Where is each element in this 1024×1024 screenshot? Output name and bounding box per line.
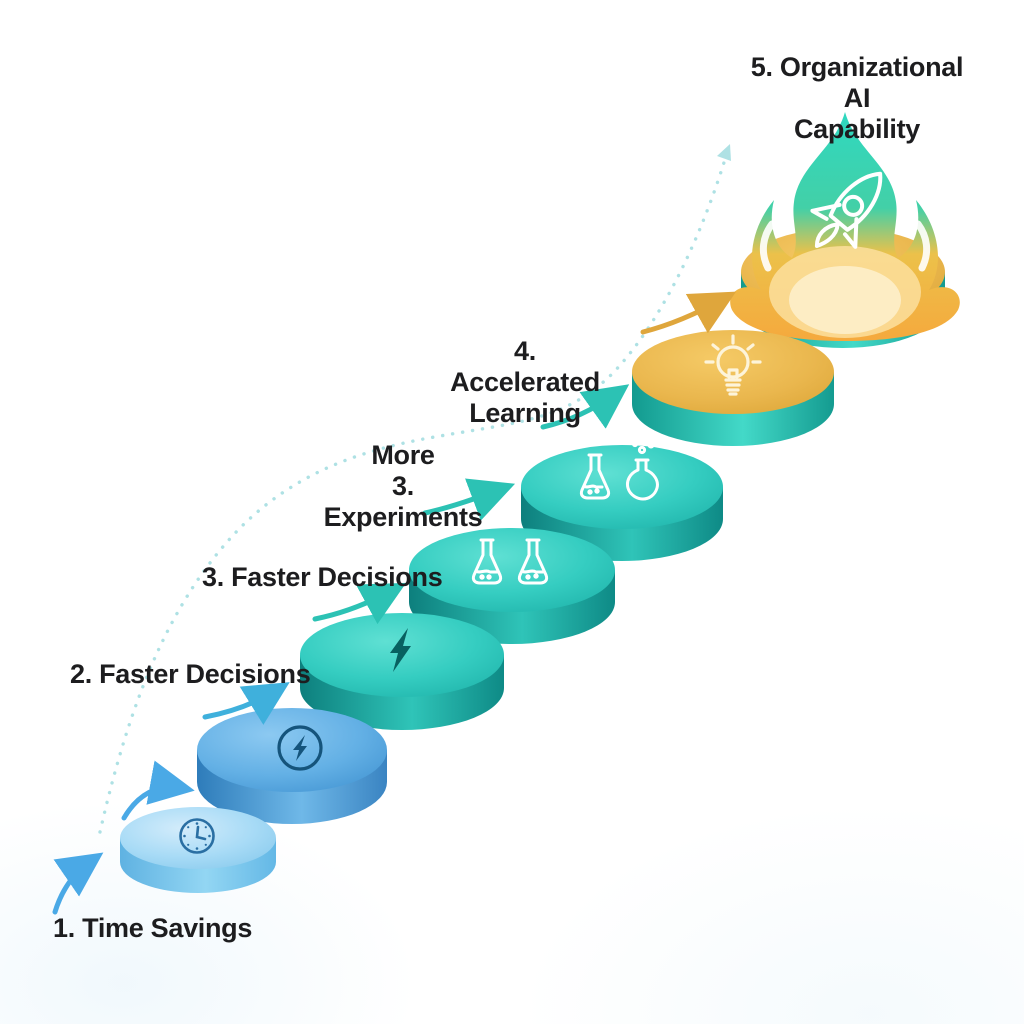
label-step-6: 5. Organizational AI Capability (742, 52, 972, 144)
lightbulb-icon (704, 334, 762, 396)
label-step-6-line1: 5. Organizational AI (750, 52, 964, 113)
arrow-step5-to-step6 (540, 384, 630, 430)
arrow-step2-to-step3 (202, 682, 290, 725)
label-step-4-line2: 3. Experiments (323, 470, 483, 532)
flask-and-round-flask-icon (579, 440, 659, 501)
step-arrows (52, 291, 737, 915)
lightning-icon (390, 628, 411, 672)
label-step-4-line1: More (371, 440, 435, 470)
dotted-curve-arrowhead-icon (717, 144, 731, 161)
rocket-in-flame-icon (730, 112, 960, 341)
arrow-step3-to-step4 (312, 582, 407, 625)
step-disc-6 (632, 330, 834, 446)
label-step-6-line2: Capability (793, 113, 921, 144)
label-step-5-line2: Learning (469, 397, 581, 428)
step-disc-2 (197, 708, 387, 824)
label-step-4: More 3. Experiments (318, 440, 488, 532)
label-step-5-line1: 4. Accelerated (450, 336, 600, 397)
step-disc-1 (120, 807, 276, 893)
two-flasks-icon (471, 538, 549, 585)
label-step-2: 2. Faster Decisions (70, 659, 311, 689)
label-step-1: 1. Time Savings (53, 913, 253, 943)
label-step-3: 3. Faster Decisions (202, 562, 443, 592)
arrow-step6-to-step7 (640, 291, 737, 335)
dotted-trajectory-curve (98, 144, 731, 834)
step-disc-3 (300, 613, 504, 730)
lightning-circle-icon (277, 725, 323, 771)
clock-icon (179, 818, 215, 854)
arrow-step4-to-step5 (422, 478, 516, 521)
step-disc-7 (730, 112, 960, 348)
arrow-start (52, 852, 104, 915)
label-step-5: 4. Accelerated Learning (440, 336, 610, 428)
arrow-step1-to-step2 (121, 760, 195, 821)
